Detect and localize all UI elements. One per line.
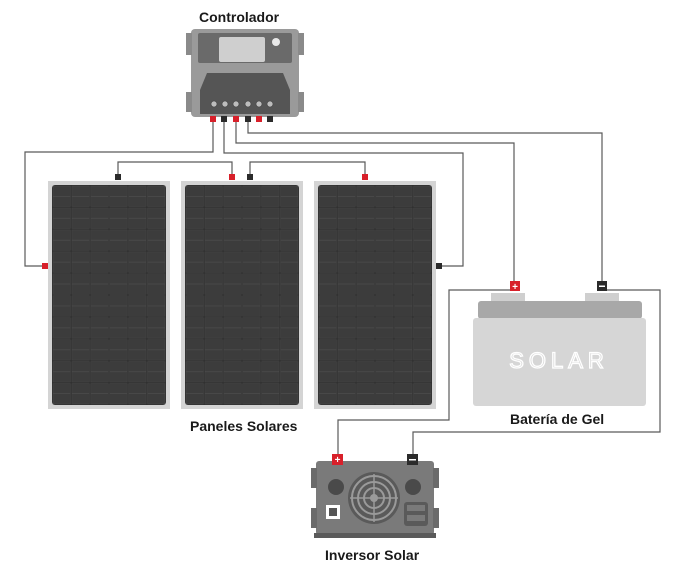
charge-controller	[186, 29, 304, 122]
solar-panel-2	[181, 181, 303, 409]
wire-pv-negative	[223, 122, 464, 267]
svg-text:+: +	[335, 455, 341, 466]
wire-series-1	[117, 161, 233, 175]
gel-battery: SOLAR +	[473, 281, 646, 406]
svg-text:+: +	[512, 282, 518, 293]
controller-display-icon	[219, 37, 265, 62]
panel-terminals	[42, 174, 442, 269]
controller-button-icon	[272, 38, 280, 46]
fan-grille-icon	[348, 472, 400, 524]
solar-panel-3	[314, 181, 436, 409]
wiring	[24, 122, 661, 454]
controller-label: Controlador	[199, 9, 280, 25]
inverter-knob-right	[405, 479, 421, 495]
usb-port-icon	[326, 505, 340, 519]
wire-pv-positive	[24, 122, 214, 267]
battery-label: Batería de Gel	[510, 411, 605, 427]
battery-brand-logo: SOLAR	[509, 348, 609, 373]
panels-label: Paneles Solares	[190, 418, 298, 434]
controller-screw-terminals	[210, 100, 274, 108]
wire-inv-negative	[412, 289, 661, 454]
solar-panels	[48, 181, 436, 409]
inverter-knob-left	[328, 479, 344, 495]
outlet-icon	[404, 502, 428, 526]
wire-bat-negative	[247, 122, 603, 285]
solar-inverter: +	[311, 454, 439, 538]
solar-panel-1	[48, 181, 170, 409]
wire-inv-positive	[337, 289, 514, 454]
wire-series-2	[249, 161, 366, 175]
inverter-label: Inversor Solar	[325, 547, 420, 563]
wire-bat-positive	[235, 122, 515, 285]
